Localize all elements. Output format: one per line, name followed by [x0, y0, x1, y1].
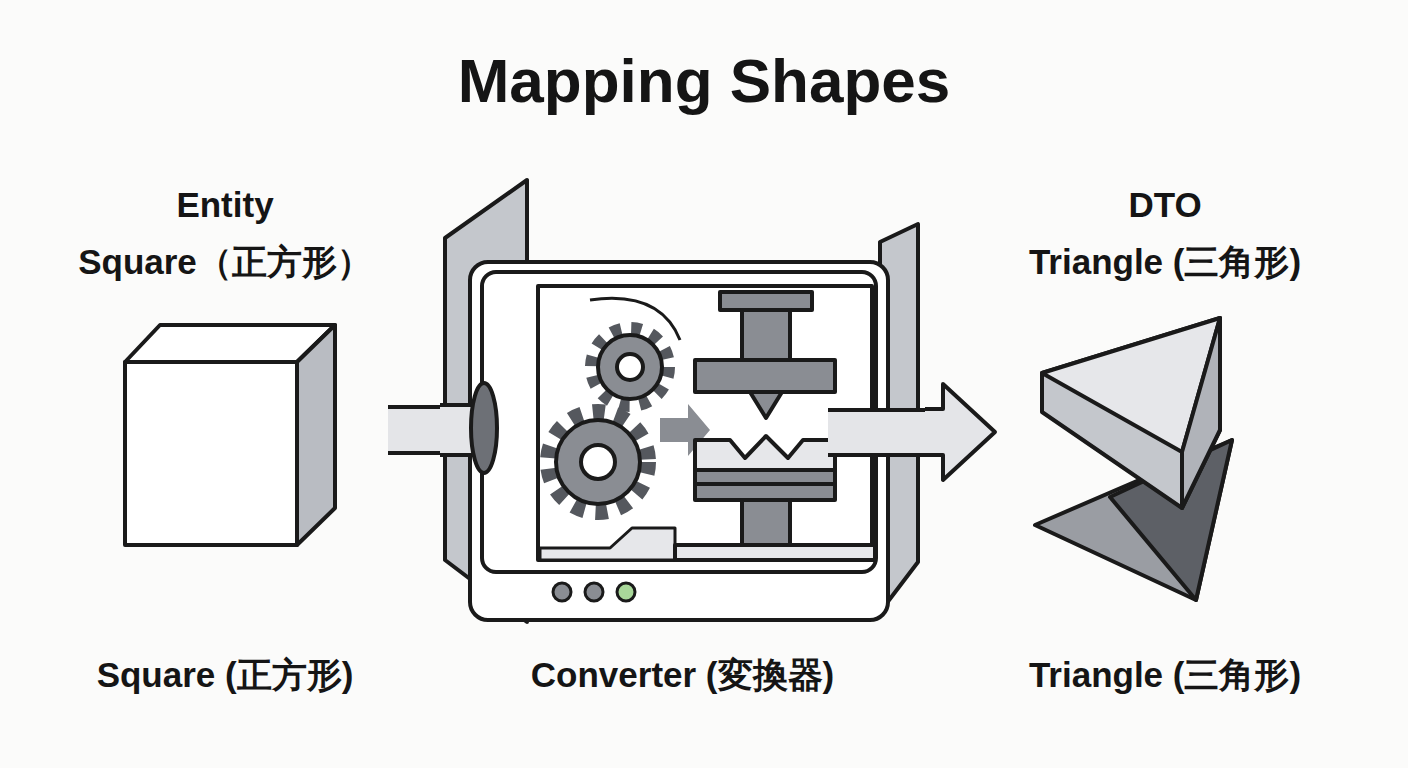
node-label: Triangle (三角形) — [995, 654, 1335, 696]
shape-node: EntitySquare（正方形） Square (正方形) — [62, 170, 388, 710]
triangle-figure — [1035, 318, 1232, 600]
node-label: Square (正方形) — [62, 654, 388, 696]
shape-node: Converter (変換器) — [440, 170, 925, 710]
node-label: Triangle (三角形) — [995, 241, 1335, 283]
diagram-title: Mapping Shapes — [0, 44, 1408, 118]
node-heading: DTO — [995, 184, 1335, 226]
node-label: Converter (変換器) — [440, 654, 925, 696]
node-heading: Entity — [62, 184, 388, 226]
shape-node: DTO Triangle (三角形) Triangle (三角形) — [995, 170, 1335, 710]
converter-machine — [440, 180, 925, 622]
cube-figure — [125, 325, 335, 545]
flow-arrow — [925, 384, 995, 480]
flow-arrow — [388, 407, 440, 453]
node-label: Square（正方形） — [62, 241, 388, 283]
